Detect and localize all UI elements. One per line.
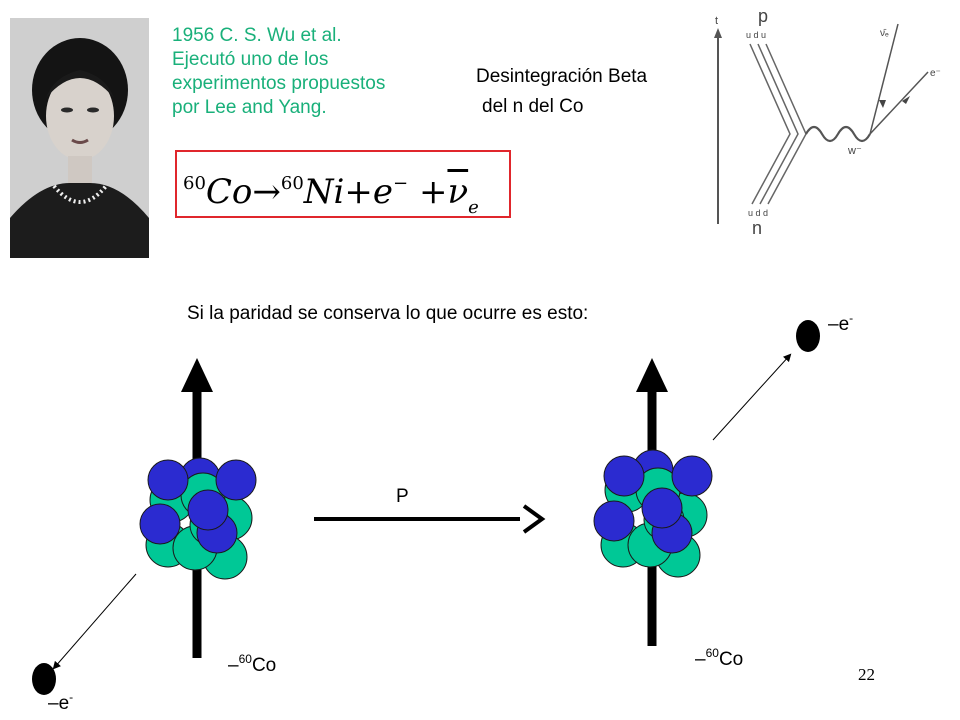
electron-text: –e [48, 693, 70, 714]
caption-line: por Lee and Yang. [172, 97, 327, 118]
left-electron-label: –e- [48, 690, 73, 715]
slide-number: 22 [858, 665, 875, 684]
w-boson-label: w⁻ [847, 145, 862, 157]
right-electron [796, 320, 820, 352]
plus-sign: + [344, 172, 373, 212]
neutron-quarks: u d d [748, 208, 768, 218]
w-boson-line [805, 125, 871, 143]
parity-statement: Si la paridad se conserva lo que ocurre … [187, 303, 589, 324]
caption-line: 1956 C. S. Wu et al. [172, 25, 342, 46]
cobalt-symbol: Co [205, 172, 253, 212]
charge: - [849, 311, 854, 325]
antineutrino-line [869, 23, 899, 135]
caption-line: experimentos propuestos [172, 73, 386, 94]
feynman-diagram: t p u d u w⁻ e⁻ ν̄ₑ u d d n [700, 4, 960, 239]
reaction-arrow: → [252, 172, 281, 212]
co-mass-number: 60 [183, 173, 206, 194]
electron-label: e⁻ [930, 68, 941, 79]
left-electron-track [52, 573, 137, 670]
antineutrino-label: ν̄ₑ [880, 28, 889, 39]
element-symbol: Co [718, 649, 744, 670]
title-line: Desintegración Beta [476, 66, 648, 87]
time-axis-label: t [715, 15, 718, 27]
right-electron-label: –e- [828, 311, 853, 336]
right-spin-arrowhead [636, 358, 668, 392]
plus-sign: + [418, 172, 448, 212]
right-cobalt-nucleus [593, 449, 713, 578]
dash: – [695, 649, 706, 670]
ni-mass-number: 60 [280, 173, 304, 194]
antineutrino-symbol: ν [447, 172, 469, 212]
mass-number: 60 [705, 646, 719, 660]
right-cobalt-label: –60Co [695, 646, 743, 671]
caption-line: Ejecutó uno de los [172, 49, 329, 70]
wu-experiment-caption: 1956 C. S. Wu et al. Ejecutó uno de los … [172, 24, 472, 120]
beta-decay-title: Desintegración Beta del n del Co [476, 62, 647, 122]
left-electron [32, 663, 56, 695]
decay-equation: 60Co→60Ni+e− +νe [175, 150, 511, 218]
left-cobalt-nucleus [139, 457, 257, 580]
proton-quarks: u d u [746, 30, 766, 40]
electron-line [869, 71, 929, 135]
parity-arrow-head [522, 504, 546, 534]
nickel-symbol: Ni [303, 172, 345, 212]
electron-charge: − [393, 173, 409, 194]
title-line: del n del Co [482, 96, 584, 117]
electron-symbol: e [372, 172, 394, 212]
charge: - [69, 690, 74, 704]
element-symbol: Co [251, 655, 277, 676]
neutron-label: n [752, 218, 762, 238]
left-spin-arrowhead [181, 358, 213, 392]
parity-operator-label: P [396, 486, 409, 507]
antineutrino-flavor: e [468, 197, 479, 218]
dash: – [228, 655, 239, 676]
electron-text: –e [828, 314, 850, 335]
proton-label: p [758, 6, 768, 26]
right-electron-track [712, 353, 792, 441]
left-cobalt-label: –60Co [228, 652, 276, 677]
mass-number: 60 [238, 652, 252, 666]
portrait-photo [10, 18, 149, 258]
